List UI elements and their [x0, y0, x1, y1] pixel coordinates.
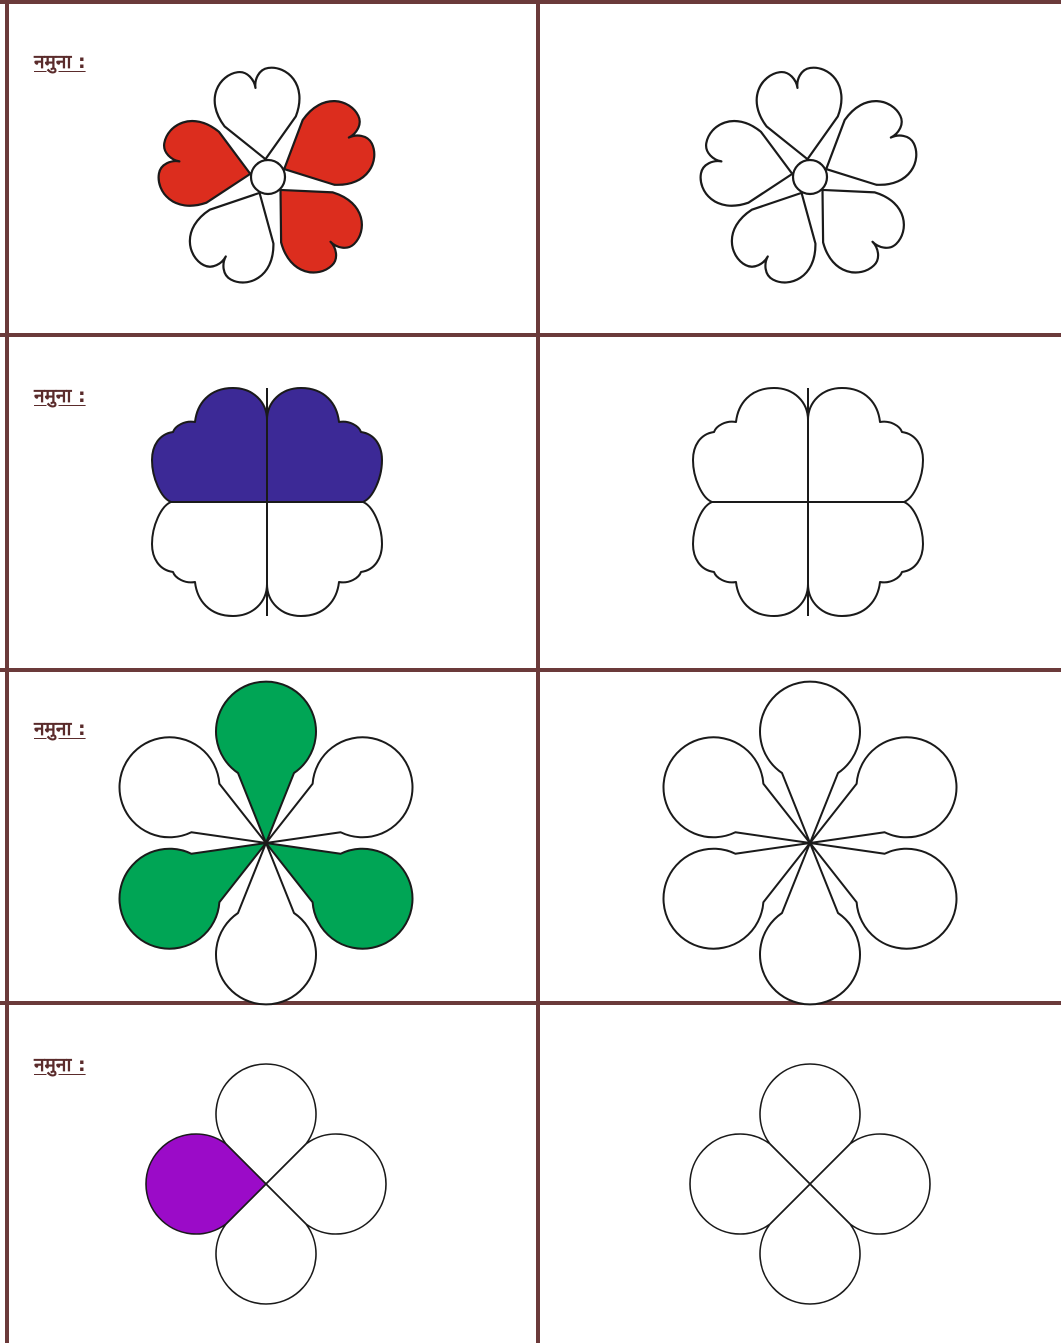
sample-flower-6-petals	[146, 712, 386, 974]
sample-label: नमुना :	[34, 715, 86, 741]
petal	[152, 388, 267, 502]
petal	[152, 502, 267, 616]
sample-flower-4-petals	[152, 388, 382, 616]
flower-center	[251, 160, 285, 194]
blank-flower-5-petals[interactable]	[698, 66, 922, 288]
petal	[808, 388, 923, 502]
sample-flower-4-drops	[146, 1063, 386, 1305]
blank-flower-6-petals[interactable]	[690, 712, 930, 974]
blank-flower-4-drops[interactable]	[690, 1063, 930, 1305]
petal	[693, 388, 808, 502]
sample-flower-5-petals	[156, 66, 380, 288]
blank-flower-4-petals[interactable]	[693, 388, 923, 616]
petal	[693, 502, 808, 616]
sample-label: नमुना :	[34, 1051, 86, 1077]
petal	[267, 502, 382, 616]
petal	[808, 502, 923, 616]
flower-center	[793, 160, 827, 194]
sample-label: नमुना :	[34, 382, 86, 408]
sample-label: नमुना :	[34, 48, 86, 74]
petal	[267, 388, 382, 502]
